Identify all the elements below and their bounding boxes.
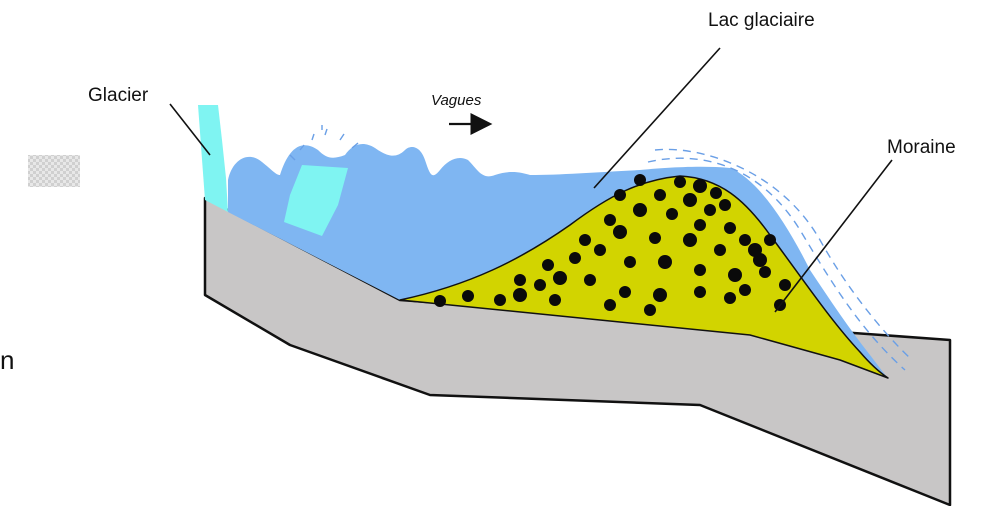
boulder: [719, 199, 731, 211]
boulder: [634, 174, 646, 186]
boulder: [553, 271, 567, 285]
boulder: [779, 279, 791, 291]
boulder: [619, 286, 631, 298]
glacier-label: Glacier: [88, 85, 149, 106]
boulder: [534, 279, 546, 291]
boulder: [728, 268, 742, 282]
boulder: [704, 204, 716, 216]
boulder: [764, 234, 776, 246]
boulder: [693, 179, 707, 193]
boulder: [644, 304, 656, 316]
boulder: [674, 176, 686, 188]
boulder: [694, 286, 706, 298]
boulder: [549, 294, 561, 306]
boulder: [514, 274, 526, 286]
boulder: [604, 299, 616, 311]
boulder: [434, 295, 446, 307]
boulder: [494, 294, 506, 306]
boulder: [759, 266, 771, 278]
boulder: [462, 290, 474, 302]
boulder: [683, 193, 697, 207]
lake-label: Lac glaciaire: [708, 10, 815, 31]
boulder: [633, 203, 647, 217]
boulder: [579, 234, 591, 246]
glacier-ice: [198, 105, 228, 212]
moraine-label: Moraine: [887, 137, 956, 158]
boulder: [624, 256, 636, 268]
boulder: [694, 264, 706, 276]
boulder: [714, 244, 726, 256]
boulder: [710, 187, 722, 199]
boulder: [604, 214, 616, 226]
boulder: [614, 189, 626, 201]
waves-label: Vagues: [431, 92, 482, 109]
boulder: [683, 233, 697, 247]
boulder: [594, 244, 606, 256]
boulder: [724, 292, 736, 304]
boulder: [739, 284, 751, 296]
cropped-edge-text: n: [0, 345, 14, 376]
boulder: [613, 225, 627, 239]
boulder: [649, 232, 661, 244]
boulder: [658, 255, 672, 269]
boulder: [666, 208, 678, 220]
boulder: [724, 222, 736, 234]
boulder: [542, 259, 554, 271]
boulder: [748, 243, 762, 257]
boulder: [513, 288, 527, 302]
boulder: [694, 219, 706, 231]
checkerboard-thumbnail-icon: [28, 155, 80, 187]
boulder: [739, 234, 751, 246]
boulder: [569, 252, 581, 264]
boulder: [584, 274, 596, 286]
moraine-leader: [775, 160, 892, 312]
boulder: [654, 189, 666, 201]
boulder: [653, 288, 667, 302]
